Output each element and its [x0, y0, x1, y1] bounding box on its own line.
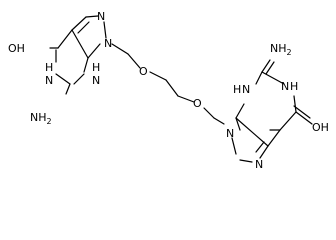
bond	[71, 16, 87, 31]
bond	[255, 71, 263, 85]
bond	[55, 73, 71, 85]
atom-h-n3-right: H	[233, 83, 241, 96]
bond	[293, 95, 297, 113]
bond	[73, 73, 85, 85]
bond	[267, 129, 281, 147]
bond	[295, 111, 313, 125]
bond	[261, 71, 285, 85]
atom-n7-right: N	[255, 158, 263, 171]
bond	[235, 117, 241, 131]
bond	[231, 137, 237, 155]
bond	[203, 107, 215, 119]
ethylene-glycol-linker	[149, 71, 225, 125]
bond	[235, 117, 269, 147]
bond	[259, 145, 269, 159]
atom-labels: N N OH H N H N NH2 O O NH2 H N H N N N O…	[8, 10, 329, 171]
left-guanine	[49, 15, 141, 95]
bond	[177, 95, 195, 103]
bond	[103, 21, 107, 39]
atom-h-n3-left: H	[92, 61, 100, 74]
atom-n3-right: N	[242, 83, 250, 96]
bond	[293, 105, 311, 119]
bond	[83, 57, 89, 73]
atom-oh-left: OH	[8, 42, 25, 55]
bond	[261, 59, 271, 73]
atom-n3-left: N	[92, 74, 100, 87]
atom-n7-left: N	[97, 10, 105, 23]
bond	[111, 43, 129, 55]
right-guanine	[231, 59, 313, 163]
bond	[255, 141, 265, 153]
atom-o-ether-1: O	[139, 65, 148, 78]
bond	[87, 43, 101, 59]
atom-nh2-left: NH2	[30, 111, 52, 126]
bond	[239, 159, 253, 163]
atom-n9-right: N	[226, 127, 234, 140]
atom-nh2-right: NH2	[270, 42, 292, 57]
atom-n9-left: N	[104, 37, 112, 50]
chemical-structure: N N OH H N H N NH2 O O NH2 H N H N N N O…	[8, 10, 329, 171]
bond	[165, 79, 179, 97]
atom-n1-left: N	[45, 74, 53, 87]
bond	[57, 29, 73, 49]
bond	[235, 103, 245, 119]
atom-o-ether-2: O	[193, 97, 202, 110]
bond	[149, 71, 167, 81]
atom-n1-right: N	[281, 80, 289, 93]
atom-h-n1-left: H	[45, 61, 53, 74]
atom-oh-right: OH	[312, 121, 329, 134]
atom-h-n1-right: H	[290, 80, 298, 93]
bond	[65, 83, 71, 95]
bond	[85, 15, 99, 18]
molecule-canvas: N N OH H N H N NH2 O O NH2 H N H N N N O…	[8, 10, 329, 171]
bond	[213, 117, 225, 125]
bond	[77, 21, 90, 34]
bond	[279, 111, 297, 131]
bond	[265, 61, 275, 75]
bond	[127, 53, 141, 69]
bond	[71, 29, 89, 59]
